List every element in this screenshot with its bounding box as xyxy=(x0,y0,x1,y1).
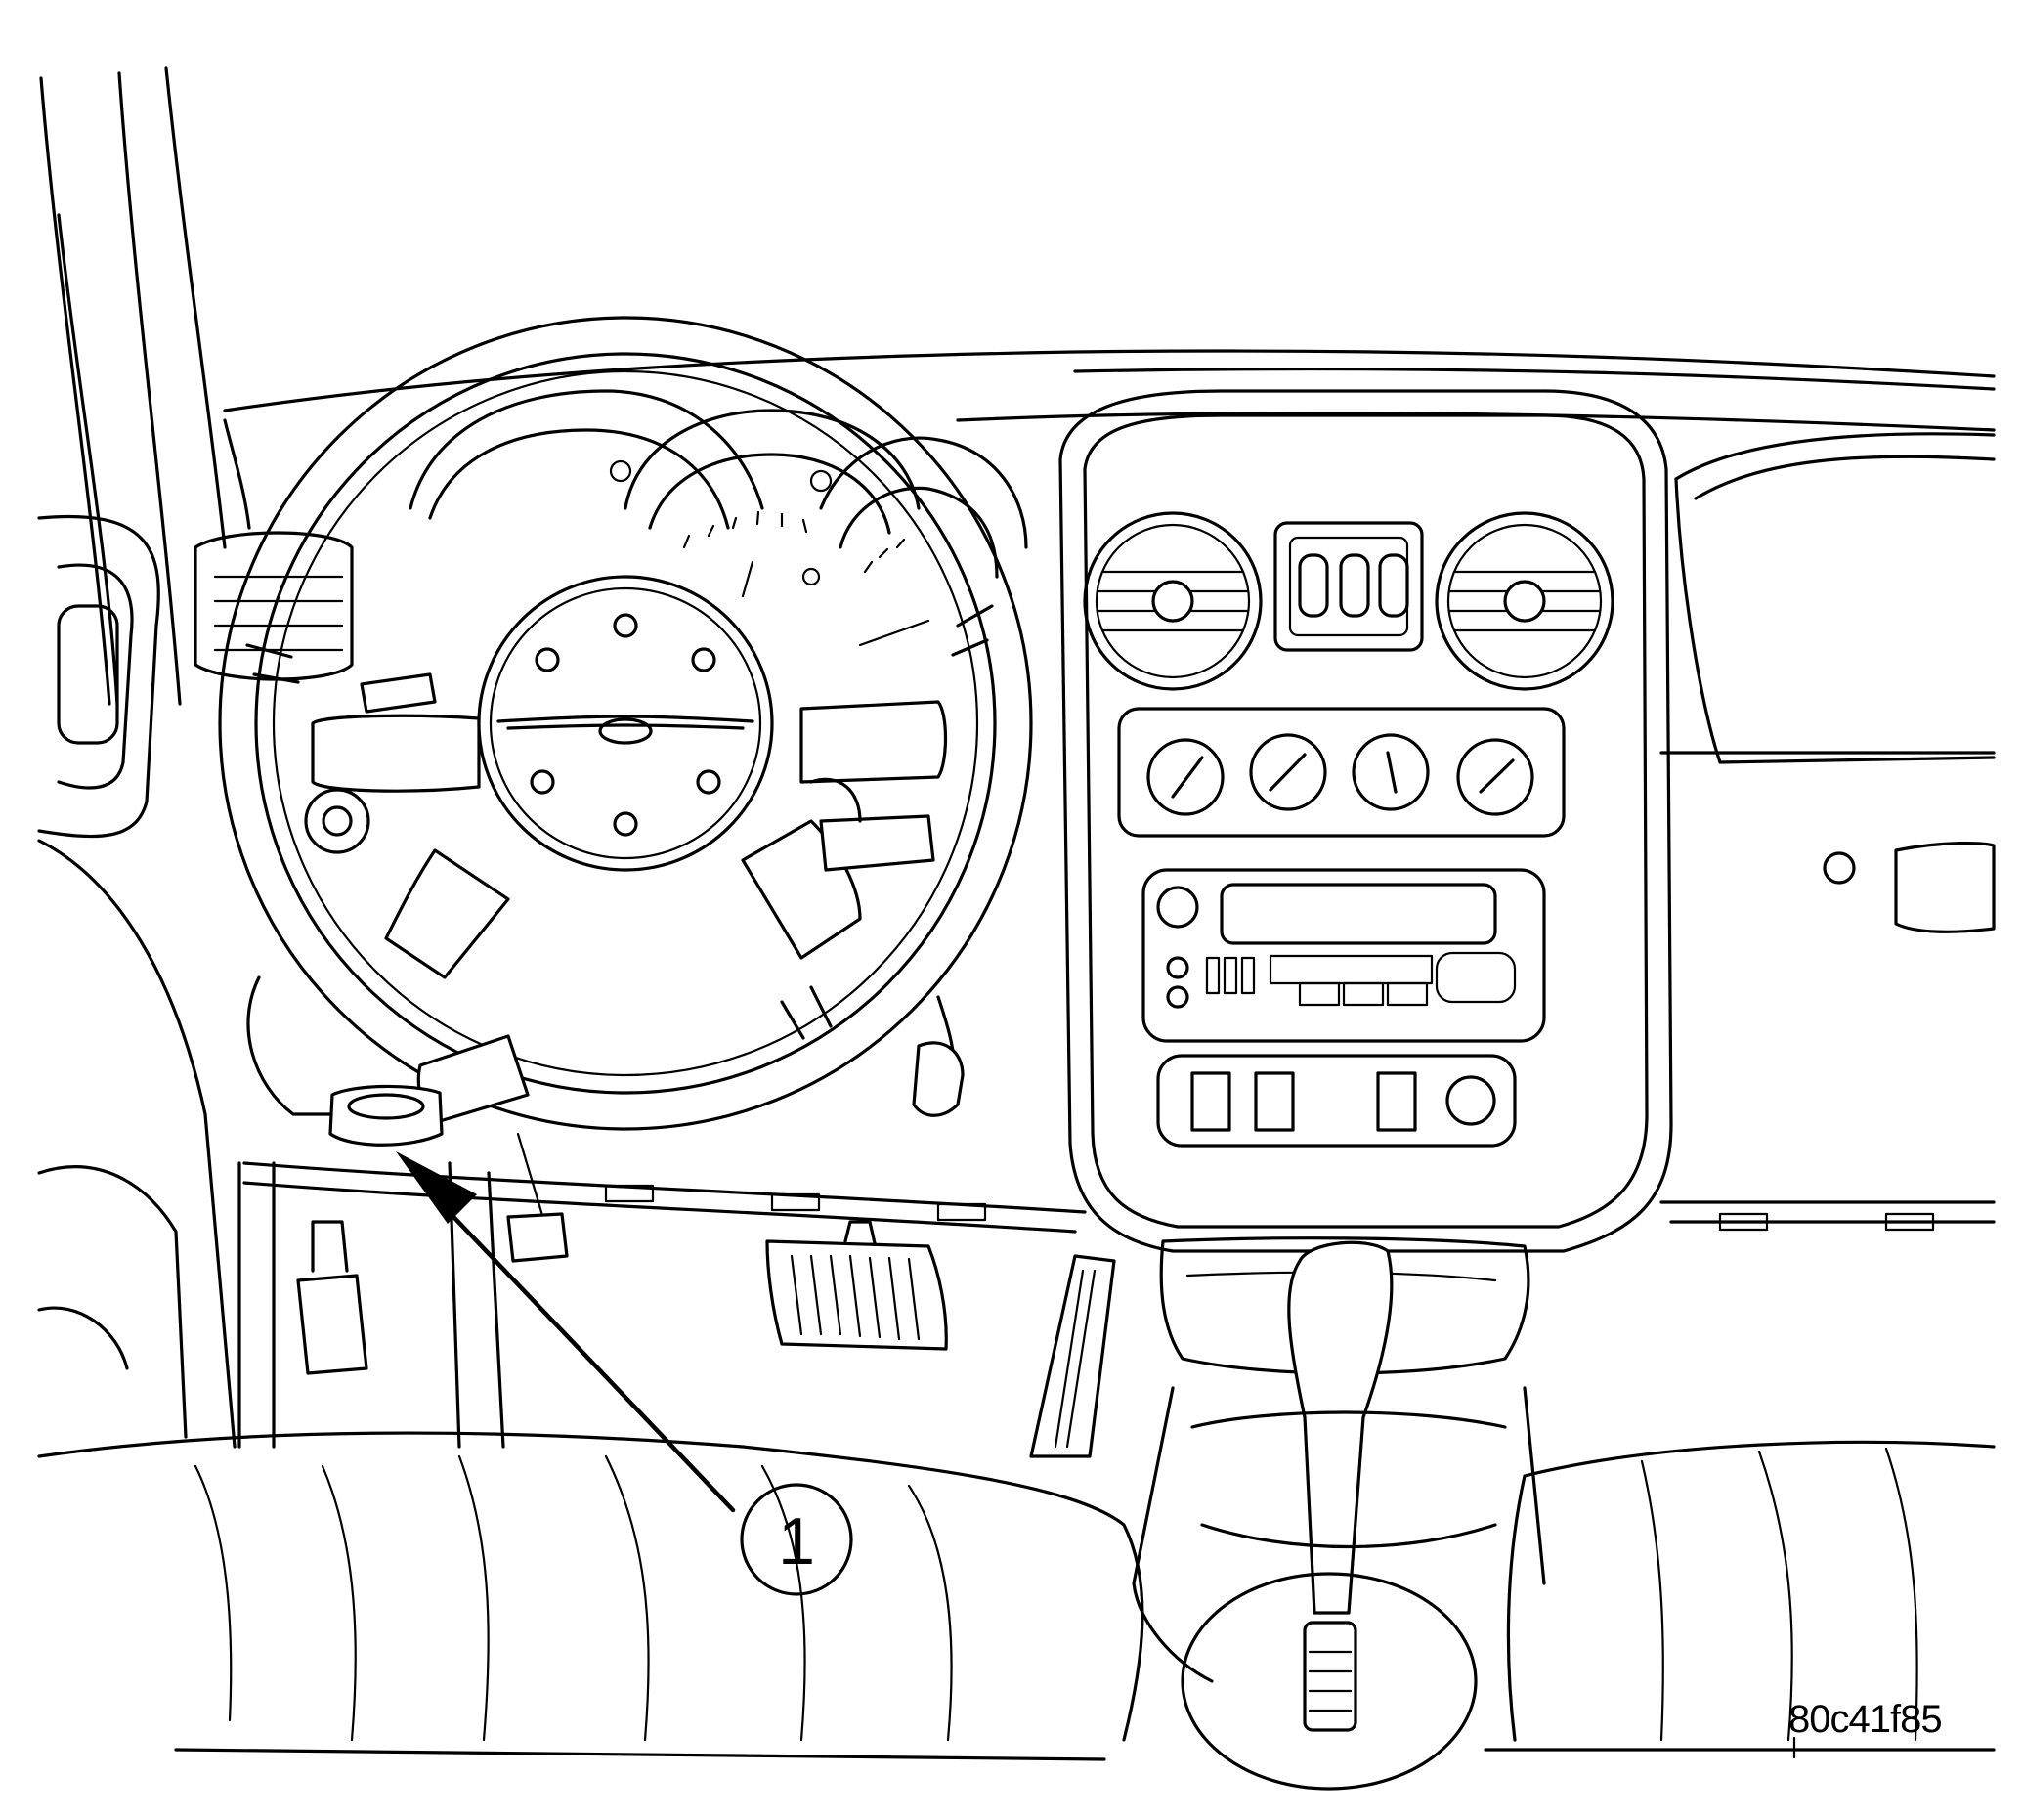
left-air-vent xyxy=(194,531,354,681)
dimmer-switch-component xyxy=(328,1084,444,1147)
brake-pedal xyxy=(765,1220,948,1351)
figure-id: 80c41f85 xyxy=(1788,1698,1942,1741)
switch-bank xyxy=(1156,1054,1517,1148)
driver-seat xyxy=(37,1431,1144,1761)
airbag-hub xyxy=(477,575,774,872)
a-pillar xyxy=(39,66,227,706)
right-stalk-controls xyxy=(809,777,965,1117)
figure-reference: 80c41f85 xyxy=(1788,1698,1943,1759)
hazard-switch-panel xyxy=(1273,521,1424,652)
gear-shift-lever xyxy=(1181,1240,1478,1791)
parking-brake-pedal xyxy=(296,1212,569,1375)
steering-wheel xyxy=(218,316,1033,1131)
left-stalk-controls xyxy=(304,672,437,854)
callout-arrow xyxy=(396,1151,736,1513)
instrument-cluster xyxy=(409,389,1028,647)
chrysler-wings-logo-icon xyxy=(496,715,754,745)
dashboard-top xyxy=(223,349,1996,530)
center-console xyxy=(1132,1386,1546,1683)
center-stack xyxy=(1058,389,1673,1253)
passenger-dashboard xyxy=(1659,432,1996,1224)
steering-wheel-spokes xyxy=(311,700,948,1126)
left-door-panel xyxy=(37,514,237,1449)
radio-unit xyxy=(1141,868,1546,1043)
gauge-ticks xyxy=(682,510,906,574)
callout-label: 1 xyxy=(778,1504,815,1579)
lower-dash-left xyxy=(237,975,1087,1449)
center-air-vents xyxy=(1083,511,1614,691)
climate-controls xyxy=(1117,707,1566,838)
passenger-seat xyxy=(1484,1440,1996,1752)
callout-1: 1 xyxy=(740,1483,853,1596)
accelerator-pedal xyxy=(1029,1254,1116,1458)
